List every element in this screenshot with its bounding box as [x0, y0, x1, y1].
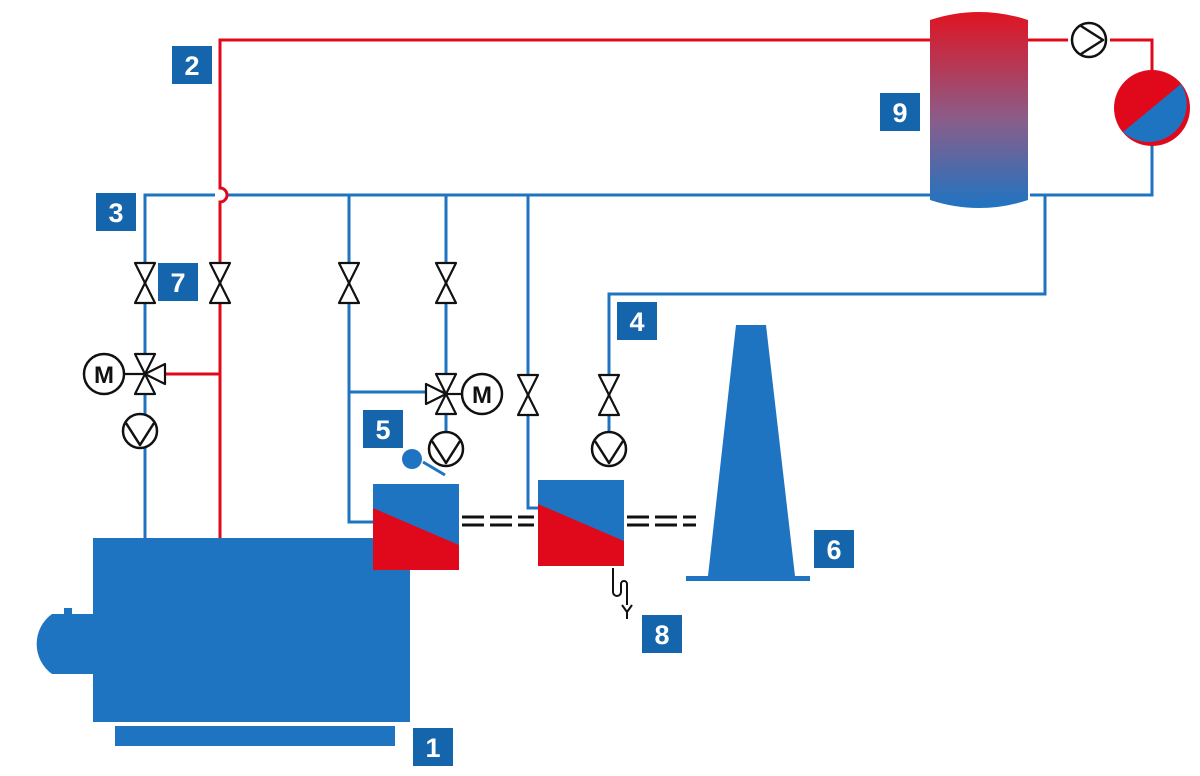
- badge-2: 2: [172, 46, 212, 84]
- ball-valve-icon: [516, 373, 540, 417]
- badge-3: 3: [96, 193, 136, 231]
- badge-7: 7: [158, 263, 198, 301]
- svg-text:4: 4: [629, 307, 644, 337]
- svg-text:3: 3: [108, 198, 123, 228]
- heat-consumer-icon: [1114, 70, 1190, 146]
- burner: [36, 614, 93, 674]
- flow-piping: [157, 38, 1154, 540]
- ball-valve-icon: [597, 373, 621, 417]
- ball-valve-icon: [337, 261, 361, 305]
- badge-1: 1: [413, 728, 453, 766]
- svg-text:1: 1: [425, 733, 440, 763]
- svg-text:9: 9: [892, 98, 907, 128]
- badge-8: 8: [642, 615, 682, 653]
- heat-exchanger-2: [538, 480, 624, 566]
- motorized-three-way-valve-icon: M: [424, 372, 504, 416]
- badge-5: 5: [363, 410, 403, 448]
- boiler-body: [93, 538, 410, 722]
- ball-valve-icon: [208, 261, 232, 305]
- actuator-letter: M: [472, 382, 492, 409]
- pump-icon: [427, 430, 465, 468]
- badge-6: 6: [814, 530, 854, 568]
- svg-text:2: 2: [184, 51, 199, 81]
- actuator-letter: M: [94, 362, 114, 389]
- ball-valve-icon: [434, 261, 458, 305]
- heat-exchanger-1: [373, 484, 459, 570]
- badge-4: 4: [617, 302, 657, 340]
- burner-stub: [64, 608, 72, 616]
- svg-text:6: 6: [826, 535, 841, 565]
- badge-9: 9: [880, 93, 920, 131]
- boiler: [36, 538, 410, 746]
- pump-icon: [121, 412, 159, 450]
- storage-tank: [930, 12, 1028, 208]
- flue-gas-duct: [462, 515, 696, 527]
- boiler-base: [115, 726, 395, 746]
- svg-text:8: 8: [654, 620, 669, 650]
- temperature-sensor-icon: [402, 449, 422, 469]
- ball-valve-icon: [133, 261, 157, 305]
- svg-text:5: 5: [375, 415, 390, 445]
- chimney: [686, 325, 810, 581]
- siphon-icon: [612, 568, 633, 619]
- pump-icon: [1070, 21, 1108, 59]
- svg-text:7: 7: [170, 268, 185, 298]
- motorized-three-way-valve-icon: M: [82, 352, 167, 396]
- pump-icon: [590, 430, 628, 468]
